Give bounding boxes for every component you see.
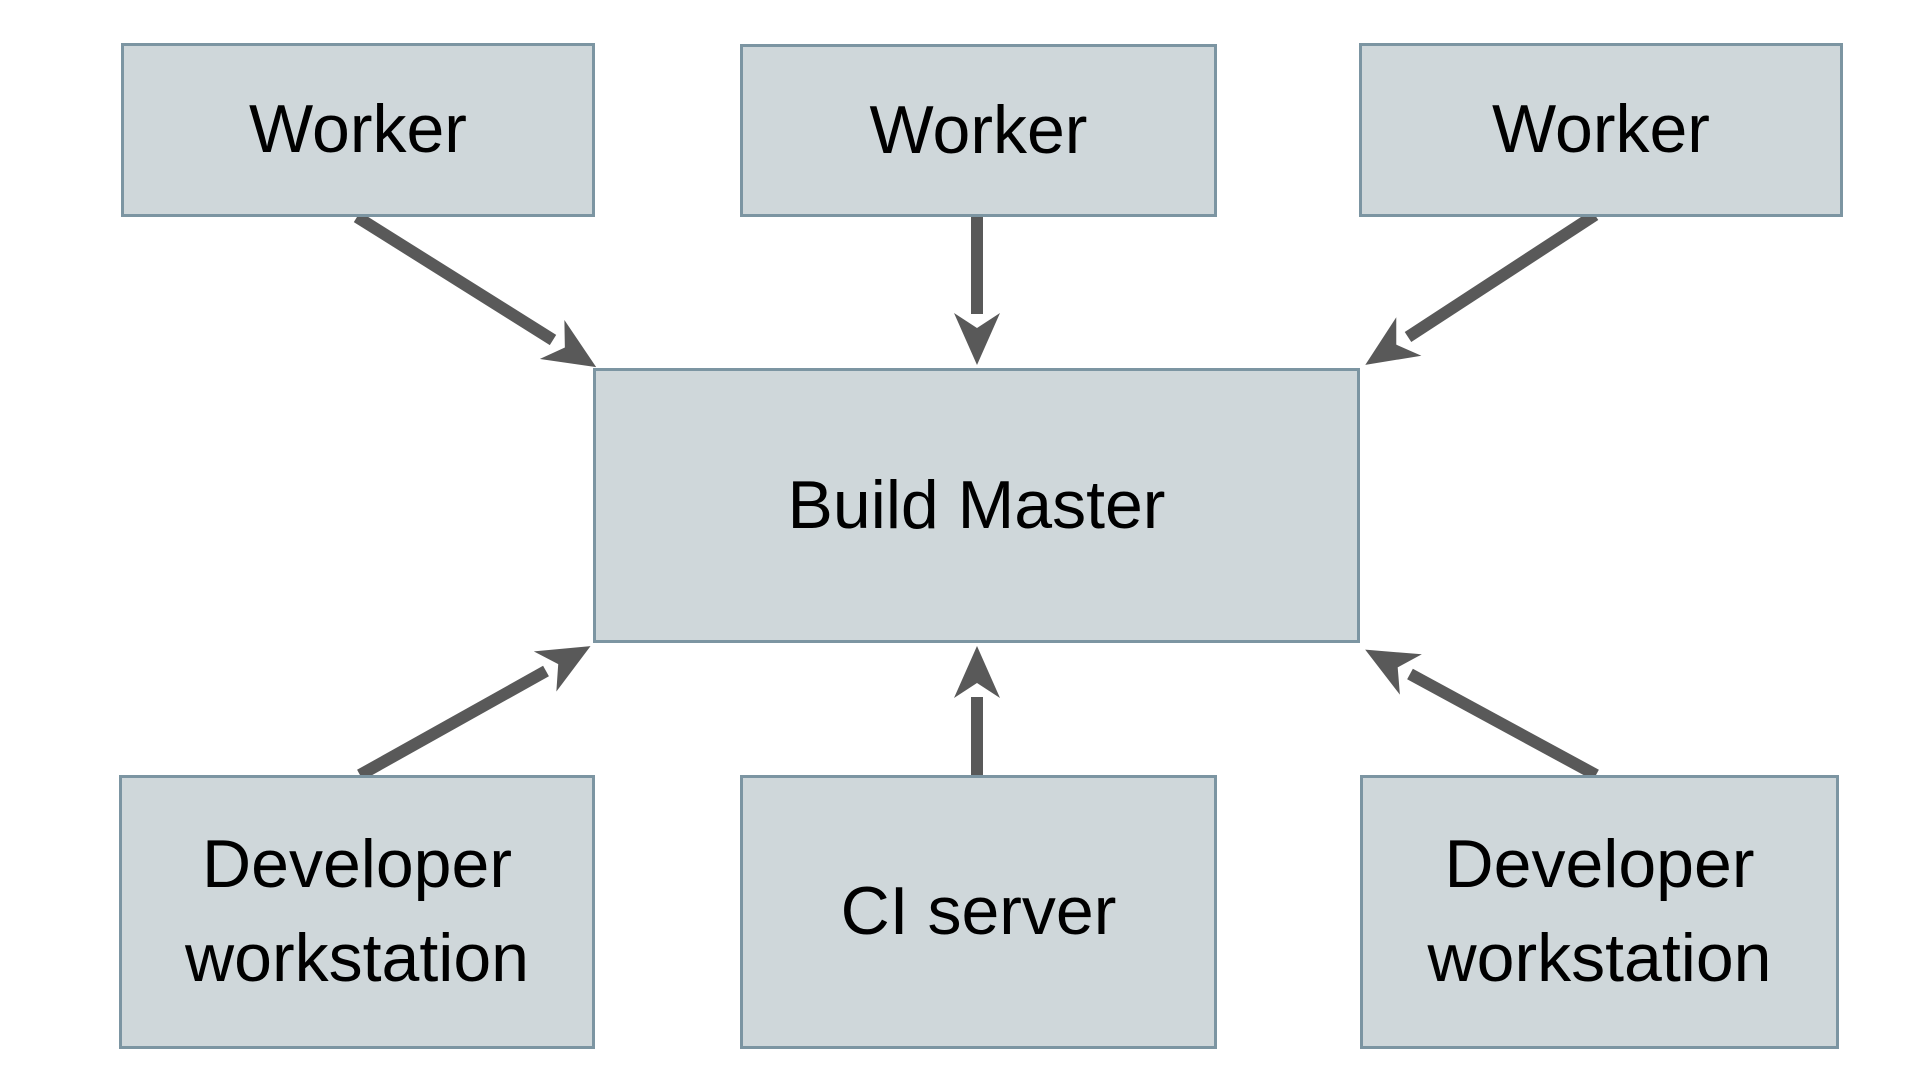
- node-worker-2: Worker: [740, 44, 1217, 217]
- node-worker-1-label: Worker: [249, 91, 467, 168]
- node-build-master: Build Master: [593, 368, 1360, 643]
- node-developer-workstation-right: Developer workstation: [1360, 775, 1839, 1049]
- node-ci-server: CI server: [740, 775, 1217, 1049]
- edge-developer-workstation-left-to-build-master: [357, 646, 591, 781]
- node-developer-workstation-left: Developer workstation: [119, 775, 595, 1049]
- node-ci-server-label: CI server: [840, 873, 1117, 950]
- node-developer-workstation-right-label: Developer workstation: [1427, 826, 1772, 996]
- node-build-master-label: Build Master: [787, 466, 1166, 543]
- node-worker-3-label: Worker: [1492, 91, 1710, 168]
- node-worker-3: Worker: [1359, 43, 1843, 217]
- node-worker-1: Worker: [121, 43, 595, 217]
- node-worker-2-label: Worker: [869, 91, 1088, 168]
- edge-worker-1-to-build-master: [353, 211, 597, 368]
- node-developer-workstation-left-label: Developer workstation: [185, 826, 529, 996]
- edge-worker-3-to-build-master: [1365, 209, 1599, 365]
- edge-developer-workstation-right-to-build-master: [1365, 649, 1599, 781]
